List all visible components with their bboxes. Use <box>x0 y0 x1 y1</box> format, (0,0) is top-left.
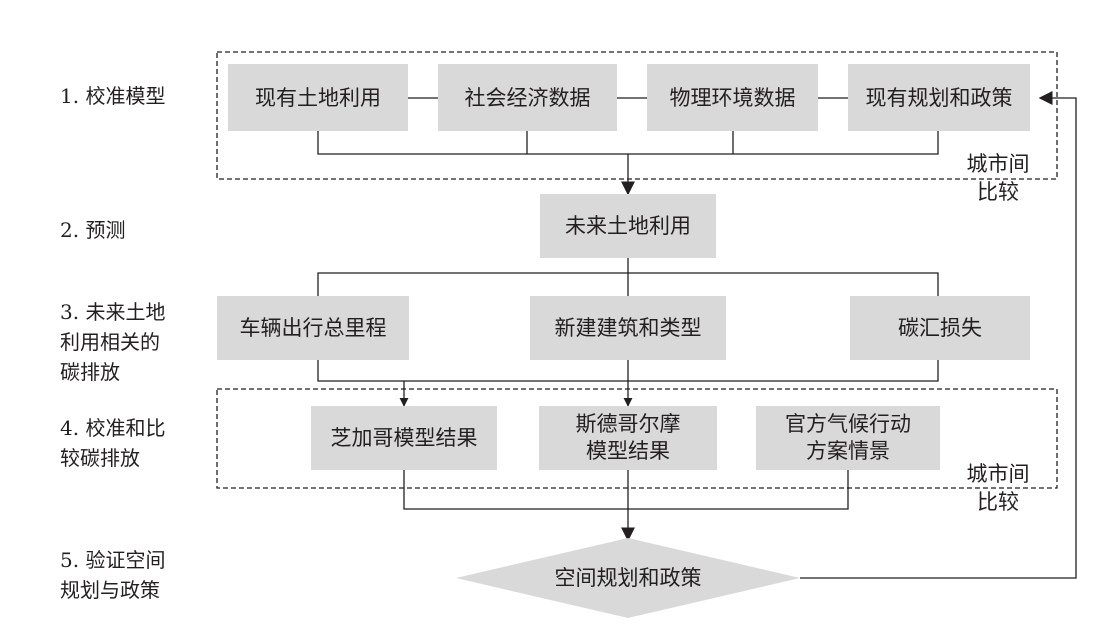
step-1-label: 1. 校准模型 <box>60 84 166 108</box>
box-chicago-model-results: 芝加哥模型结果 <box>311 406 497 470</box>
box-vehicle-miles-traveled-label: 车辆出行总里程 <box>239 316 387 340</box>
comparison-frame <box>216 388 1058 489</box>
box-existing-land-use-label: 现有土地利用 <box>255 85 381 110</box>
city-comparison-label-1: 城市间 比较 <box>966 152 1030 204</box>
box-physical-environment-data: 物理环境数据 <box>647 64 818 131</box>
step-2-label: 2. 预测 <box>60 218 126 242</box>
box-existing-land-use: 现有土地利用 <box>228 64 408 131</box>
box-future-land-use-label: 未来土地利用 <box>565 214 691 238</box>
box-vehicle-miles-traveled: 车辆出行总里程 <box>217 296 409 360</box>
calibration-frame <box>216 51 1058 180</box>
city-comparison-label-2: 城市间 比较 <box>966 462 1030 514</box>
box-climate-action-plan-scenario: 官方气候行动 方案情景 <box>756 406 940 470</box>
box-climate-action-plan-scenario-label: 官方气候行动 方案情景 <box>785 412 911 463</box>
feedback-loop <box>800 91 1077 579</box>
box-future-land-use: 未来土地利用 <box>540 194 716 258</box>
step-5-label: 5. 验证空间 规划与政策 <box>60 548 166 602</box>
policy-diamond-label: 空间规划和政策 <box>554 566 702 590</box>
box-carbon-sink-loss-label: 碳汇损失 <box>898 316 982 340</box>
box-existing-plans-policies-label: 现有规划和政策 <box>865 85 1013 110</box>
box-carbon-sink-loss: 碳汇损失 <box>850 296 1030 360</box>
policy-diamond <box>456 538 800 618</box>
box-stockholm-model-results-label: 斯德哥尔摩 模型结果 <box>575 412 681 463</box>
step-3-label: 3. 未来土地 利用相关的 碳排放 <box>60 300 166 384</box>
box-new-buildings-types-label: 新建建筑和类型 <box>554 316 702 340</box>
inputs-bracket <box>317 131 939 155</box>
box-new-buildings-types: 新建建筑和类型 <box>530 296 726 360</box>
box-chicago-model-results-label: 芝加哥模型结果 <box>330 426 478 450</box>
box-stockholm-model-results: 斯德哥尔摩 模型结果 <box>539 406 717 470</box>
box-physical-environment-data-label: 物理环境数据 <box>669 85 796 110</box>
box-socioeconomic-data: 社会经济数据 <box>438 64 617 131</box>
step-4-label: 4. 校准和比 较碳排放 <box>60 416 166 470</box>
box-socioeconomic-data-label: 社会经济数据 <box>464 85 591 110</box>
box-existing-plans-policies: 现有规划和政策 <box>848 64 1030 131</box>
models-bracket <box>403 470 849 510</box>
